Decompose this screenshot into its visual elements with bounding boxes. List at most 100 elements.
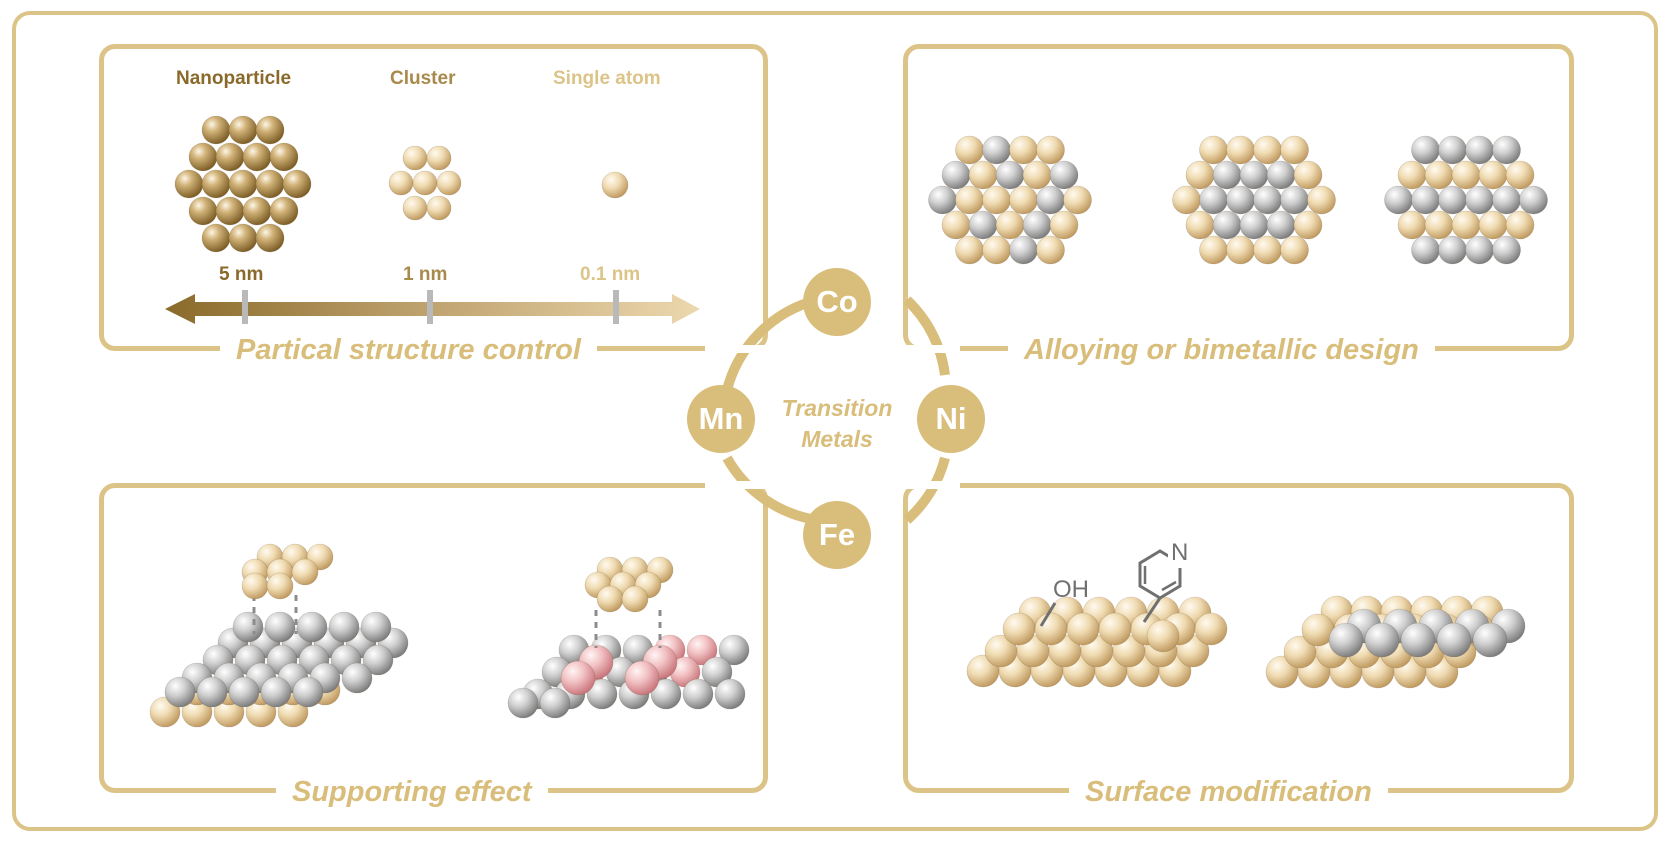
- atom-sphere: [1239, 210, 1269, 240]
- atom-sphere: [1436, 622, 1472, 658]
- scale-tick: [613, 290, 619, 324]
- atom-sphere: [1478, 210, 1508, 240]
- atom-sphere: [928, 185, 957, 215]
- atom-sphere: [1424, 210, 1454, 240]
- atom-sphere: [1328, 622, 1364, 658]
- atom-sphere: [1465, 235, 1494, 265]
- atom-sphere: [1293, 160, 1323, 190]
- atom-sphere: [196, 676, 228, 708]
- atom-sphere: [255, 223, 285, 253]
- atom-sphere: [718, 634, 750, 666]
- atom-sphere: [1438, 135, 1467, 165]
- atom-sphere: [1066, 612, 1100, 646]
- atom-sphere: [1009, 185, 1038, 215]
- atom-sphere: [201, 115, 231, 145]
- atom-sphere: [1451, 210, 1481, 240]
- atom-sphere: [1226, 235, 1255, 265]
- atom-sphere: [507, 687, 539, 719]
- atom-sphere: [1199, 235, 1228, 265]
- atom-sphere: [1194, 612, 1228, 646]
- atom-sphere: [1451, 160, 1481, 190]
- atom-sphere: [1002, 612, 1036, 646]
- atom-sphere: [714, 678, 746, 710]
- atom-sphere: [426, 195, 452, 221]
- atom-sphere: [955, 185, 984, 215]
- atom-sphere: [296, 611, 328, 643]
- atom-sphere: [955, 135, 984, 165]
- atom-sphere: [941, 210, 971, 240]
- surface-ligands: OH N: [1039, 539, 1190, 627]
- atom-sphere: [1036, 185, 1065, 215]
- atom-sphere: [1438, 185, 1467, 215]
- atom-sphere: [412, 170, 438, 196]
- scale-tick: [242, 290, 248, 324]
- atom-sphere: [1199, 185, 1228, 215]
- atom-sphere: [1492, 235, 1521, 265]
- atom-sphere: [941, 160, 971, 190]
- atom-sphere: [242, 196, 272, 226]
- atom-sphere: [1199, 135, 1228, 165]
- atom-sphere: [560, 660, 596, 696]
- atom-sphere: [1505, 160, 1535, 190]
- scale-tick: [427, 290, 433, 324]
- atom-sphere: [995, 210, 1025, 240]
- atom-sphere: [242, 142, 272, 172]
- atom-sphere: [1098, 612, 1132, 646]
- atom-sphere: [255, 169, 285, 199]
- ring-arc: [903, 296, 950, 376]
- atom-sphere: [436, 170, 462, 196]
- atom-sphere: [1226, 185, 1255, 215]
- atom-sphere: [215, 142, 245, 172]
- atom-sphere: [1492, 135, 1521, 165]
- atom-sphere: [1465, 185, 1494, 215]
- atom-sphere: [995, 160, 1025, 190]
- title-support: Supporting effect: [276, 775, 548, 809]
- atom-sphere: [291, 558, 319, 586]
- atom-sphere: [362, 644, 394, 676]
- label-single-atom: Single atom: [553, 68, 661, 89]
- ring-arc: [722, 295, 819, 392]
- atom-sphere: [1212, 210, 1242, 240]
- atom-sphere: [266, 572, 294, 600]
- title-structure: Partical structure control: [220, 333, 597, 367]
- atom-sphere: [624, 660, 660, 696]
- atom-sphere: [201, 169, 231, 199]
- hydroxyl-label: OH: [1053, 576, 1089, 603]
- atom-sphere: [228, 676, 260, 708]
- atom-sphere: [1146, 619, 1180, 653]
- scale-0-1nm: 0.1 nm: [580, 264, 641, 285]
- atom-sphere: [1239, 160, 1269, 190]
- atom-sphere: [264, 611, 296, 643]
- outer-frame: [12, 11, 1658, 831]
- atom-sphere: [1212, 160, 1242, 190]
- atom-sphere: [955, 235, 984, 265]
- atom-sphere: [982, 135, 1011, 165]
- atom-sphere: [1519, 185, 1548, 215]
- atom-sphere: [341, 662, 373, 694]
- metal-badge-fe: Fe: [803, 501, 871, 569]
- atom-sphere: [328, 611, 360, 643]
- atom-sphere: [1266, 160, 1296, 190]
- ring-arc: [903, 456, 950, 524]
- atom-sphere: [1492, 185, 1521, 215]
- atom-sphere: [388, 170, 414, 196]
- atom-sphere: [282, 169, 312, 199]
- atom-sphere: [1253, 135, 1282, 165]
- atom-sphere: [686, 634, 718, 666]
- atom-sphere: [1034, 612, 1068, 646]
- atom-sphere: [650, 678, 682, 710]
- atom-sphere: [360, 611, 392, 643]
- atom-sphere: [228, 115, 258, 145]
- atom-sphere: [1280, 185, 1309, 215]
- atom-sphere: [539, 687, 571, 719]
- atom-sphere: [1293, 210, 1323, 240]
- atom-sphere: [1022, 160, 1052, 190]
- atom-sphere: [1364, 622, 1400, 658]
- atom-sphere: [1036, 135, 1065, 165]
- atom-sphere: [1049, 210, 1079, 240]
- title-alloy: Alloying or bimetallic design: [1008, 333, 1435, 367]
- title-surface: Surface modification: [1069, 775, 1388, 809]
- atom-sphere: [1505, 210, 1535, 240]
